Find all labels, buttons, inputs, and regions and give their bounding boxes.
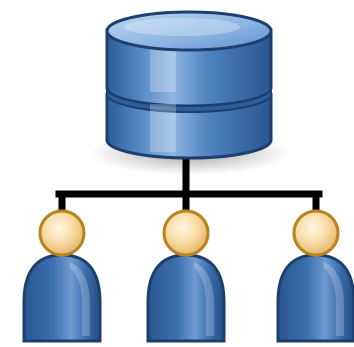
database-highlight-lower: [150, 104, 176, 152]
database-icon: [105, 10, 273, 160]
user-head: [38, 209, 86, 257]
database-top: [105, 10, 273, 52]
user-body-highlight: [324, 262, 344, 336]
user-head: [162, 209, 210, 257]
database-top-gloss: [124, 18, 240, 36]
user-body-highlight: [70, 262, 90, 336]
user-icon-left: [22, 209, 102, 343]
user-head: [292, 209, 340, 257]
connector-lines: [55, 158, 323, 214]
user-body-highlight: [194, 262, 214, 336]
user-icon-right: [276, 209, 354, 343]
database-divider: [106, 87, 272, 113]
user-icon-center: [146, 209, 226, 343]
